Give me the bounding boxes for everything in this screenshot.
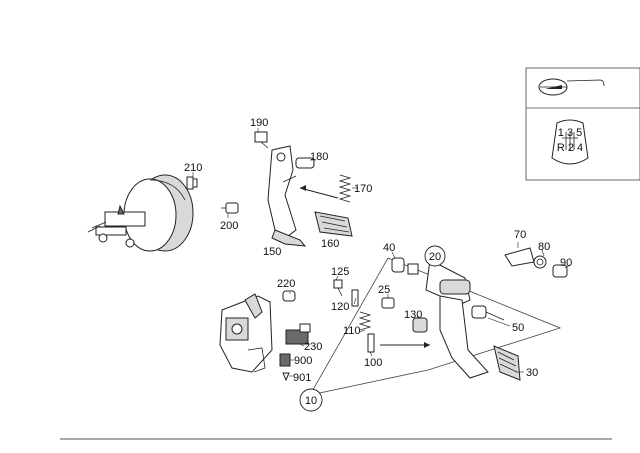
spring-170 [299, 174, 352, 203]
bolt-125 [333, 279, 343, 297]
pedal-pad-160 [314, 211, 353, 237]
part-label-160: 160 [321, 238, 339, 250]
part-label-150: 150 [263, 246, 281, 258]
sleeve-180 [295, 157, 315, 169]
pedal-bracket [219, 293, 273, 373]
part-label-50: 50 [512, 322, 524, 334]
spring-110 [358, 311, 372, 331]
bolt-50 [471, 305, 505, 321]
clip-901 [282, 372, 290, 382]
bolt-190 [254, 131, 269, 149]
gear-pattern-bottom: R 2 4 [557, 142, 583, 154]
cap-220 [282, 290, 296, 302]
part-label-230: 230 [304, 341, 322, 353]
part-label-901: 901 [293, 372, 311, 384]
part-label-30: 30 [526, 367, 538, 379]
part-label-20: 20 [429, 251, 441, 263]
callout-10: 10 [299, 388, 323, 412]
bolt-200 [221, 202, 239, 214]
part-label-200: 200 [220, 220, 238, 232]
pin-120 [351, 289, 359, 307]
clip-210 [186, 176, 198, 190]
brake-booster [87, 174, 194, 252]
part-label-70: 70 [514, 229, 526, 241]
pedal-pad-30 [493, 345, 521, 381]
part-label-90: 90 [560, 257, 572, 269]
cap-90 [552, 264, 568, 278]
gear-pattern-top: 1 3 5 [558, 127, 582, 139]
pedal-150 [267, 145, 307, 247]
part-label-220: 220 [277, 278, 295, 290]
part-label-170: 170 [354, 183, 372, 195]
bushing-25 [381, 297, 395, 309]
part-label-10: 10 [305, 395, 317, 407]
part-label-100: 100 [364, 357, 382, 369]
part-label-40: 40 [383, 242, 395, 254]
part-label-900: 900 [294, 355, 312, 367]
part-label-190: 190 [250, 117, 268, 129]
part-label-210: 210 [184, 162, 202, 174]
lever-icon [538, 78, 605, 96]
inset-panel: 1 3 5 R 2 4 [525, 67, 640, 181]
shift-knob-icon: 1 3 5 R 2 4 [551, 119, 589, 165]
bushing-40 [391, 257, 419, 275]
spring-80 [533, 255, 547, 269]
part-label-125: 125 [331, 266, 349, 278]
sensor-900 [279, 353, 291, 367]
part-label-25: 25 [378, 284, 390, 296]
part-label-110: 110 [343, 325, 361, 337]
rod-100 [367, 333, 430, 353]
switch-230 [285, 323, 311, 345]
part-label-120: 120 [331, 301, 349, 313]
leader-lines [192, 128, 571, 377]
part-label-80: 80 [538, 241, 550, 253]
part-label-130: 130 [404, 309, 422, 321]
nut-130 [412, 317, 428, 333]
fork-70 [504, 247, 535, 267]
part-label-180: 180 [310, 151, 328, 163]
callout-20: 20 [424, 245, 446, 267]
pedal-assembly-20 [309, 257, 562, 396]
